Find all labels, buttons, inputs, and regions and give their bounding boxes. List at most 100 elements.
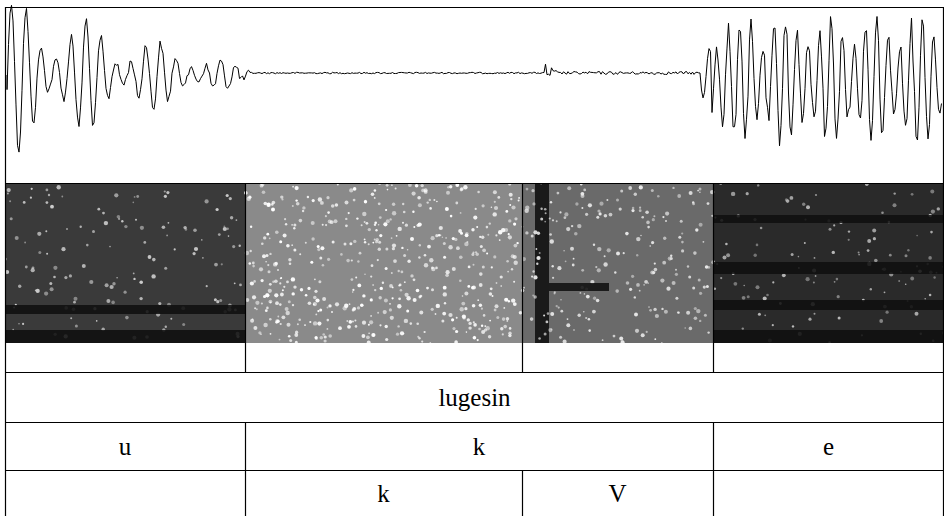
spectrogram-speckle (313, 321, 317, 325)
spectrogram-speckle (636, 237, 640, 241)
spectrogram-speckle (495, 304, 499, 308)
spectrogram-speckle (481, 325, 483, 327)
spectrogram-speckle (383, 310, 387, 314)
spectrogram-speckle (288, 300, 291, 303)
spectrogram-speckle (479, 283, 483, 287)
spectrogram-speckle (80, 226, 82, 228)
spectrogram-speckle (410, 322, 413, 325)
spectrogram-speckle (64, 276, 67, 279)
spectrogram-speckle (268, 270, 271, 273)
spectrogram-speckle (597, 268, 601, 272)
spectrogram-speckle (523, 287, 525, 289)
spectrogram-speckle (353, 199, 356, 202)
spectrogram-speckle (508, 332, 511, 335)
spectrogram-speckle (286, 311, 290, 315)
spectrogram-speckle (668, 257, 672, 261)
spectrogram-speckle (348, 212, 350, 214)
spectrogram-speckle (772, 324, 774, 326)
spectrogram-speckle (262, 254, 266, 258)
spectrogram-speckle (349, 188, 353, 192)
spectrogram-speckle (7, 188, 11, 192)
spectrogram-speckle (391, 184, 393, 186)
spectrogram-speckle (742, 327, 744, 329)
spectrogram-speckle (507, 271, 509, 273)
spectrogram-speckle (543, 315, 545, 317)
spectrogram-speckle (252, 265, 255, 268)
spectrogram-speckle (322, 264, 325, 267)
spectrogram-speckle (508, 219, 511, 222)
spectrogram-speckle (418, 203, 422, 207)
spectrogram-speckle (597, 209, 600, 212)
spectrogram-speckle (772, 281, 774, 283)
spectrogram-speckle (506, 317, 509, 320)
spectrogram-speckle (756, 244, 759, 247)
spectrogram-speckle (280, 277, 282, 279)
spectrogram-speckle (403, 333, 405, 335)
spectrogram-speckle (275, 319, 279, 323)
spectrogram-speckle (111, 301, 115, 305)
spectrogram-speckle (564, 212, 568, 216)
spectrogram-speckle (848, 239, 850, 241)
spectrogram-speckle (694, 307, 697, 310)
spectrogram-speckle (307, 287, 310, 290)
spectrogram-speckle (239, 245, 241, 247)
spectrogram-speckle (315, 298, 319, 302)
spectrogram-speckle (378, 224, 380, 226)
spectrogram-speckle (583, 189, 586, 192)
spectrogram-speckle (263, 323, 267, 327)
spectrogram-speckle (317, 248, 320, 251)
tier-label: k (377, 481, 390, 506)
spectrogram-speckle (544, 208, 547, 211)
spectrogram-speckle (675, 297, 678, 300)
spectrogram-speckle (352, 291, 354, 293)
spectrogram-speckle (678, 312, 680, 314)
spectrogram-speckle (653, 308, 656, 311)
spectrogram-speckle (439, 234, 441, 236)
spectrogram-speckle (318, 280, 321, 283)
spectrogram-speckle (31, 268, 35, 272)
spectrogram-speckle (445, 237, 447, 239)
spectrogram-speckle (385, 267, 388, 270)
spectrogram-speckle (518, 197, 520, 199)
spectrogram-speckle (471, 253, 474, 256)
spectrogram-speckle (808, 318, 811, 321)
spectrogram-speckle (764, 314, 766, 316)
spectrogram-speckle (699, 292, 702, 295)
spectrogram-speckle (429, 207, 432, 210)
spectrogram-speckle (549, 233, 552, 236)
spectrogram-speckle (420, 295, 423, 298)
spectrogram-speckle (427, 201, 429, 203)
spectrogram-speckle (400, 289, 403, 292)
spectrogram-speckle (898, 280, 900, 282)
spectrogram-speckle (563, 340, 567, 344)
spectrogram-speckle (398, 297, 401, 300)
spectrogram-speckle (476, 226, 478, 228)
spectrogram-speckle (255, 301, 259, 305)
spectrogram-speckle (511, 268, 513, 270)
spectrogram-speckle (628, 186, 632, 190)
spectrogram-speckle (164, 267, 167, 270)
spectrogram-speckle (226, 194, 229, 197)
spectrogram-speckle (516, 242, 518, 244)
spectrogram-speckle (698, 279, 701, 282)
spectrogram-speckle (18, 323, 20, 325)
spectrogram-speckle (910, 277, 914, 281)
spectrogram-speckle (500, 285, 502, 287)
spectrogram-speckle (413, 298, 417, 302)
spectrogram-speckle (7, 193, 9, 195)
spectrogram-speckle (539, 252, 541, 254)
spectrogram-speckle (431, 308, 434, 311)
spectrogram-speckle (785, 198, 788, 201)
spectrogram-speckle (279, 339, 281, 341)
spectrogram (5, 183, 944, 343)
spectrogram-speckle (151, 274, 155, 278)
spectrogram-speckle (327, 211, 330, 214)
spectrogram-speckle (931, 210, 935, 214)
spectrogram-speckle (446, 191, 450, 195)
spectrogram-speckle (695, 228, 698, 231)
spectrogram-speckle (265, 261, 267, 263)
spectrogram-speckle (468, 266, 471, 269)
spectrogram-speckle (452, 327, 455, 330)
spectrogram-speckle (629, 288, 632, 291)
spectrogram-speckle (606, 199, 608, 201)
